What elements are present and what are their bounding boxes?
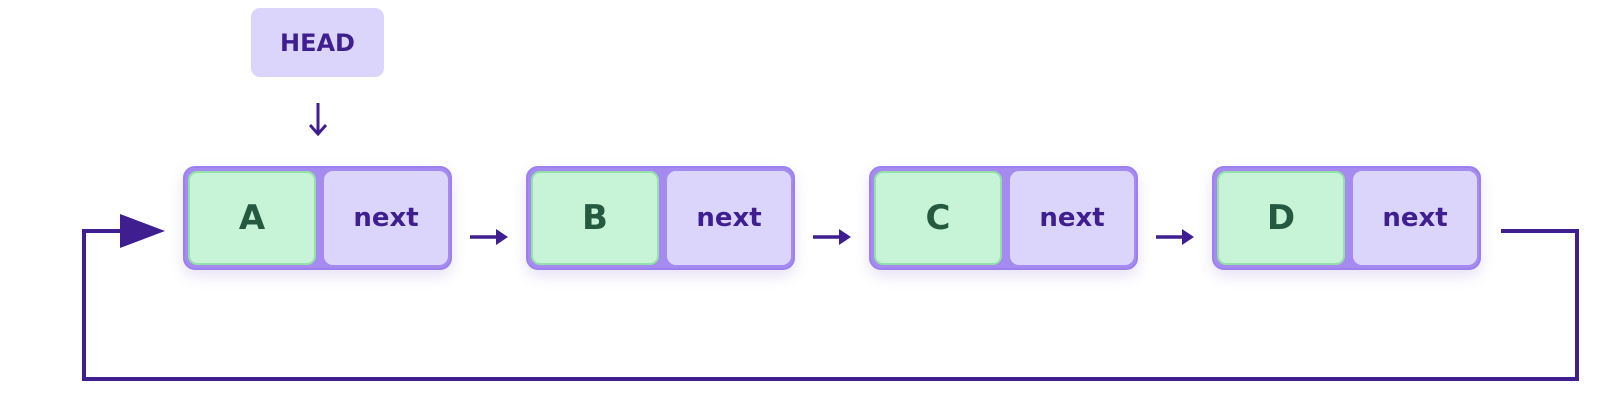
node-value: B xyxy=(582,198,608,238)
loop-arrowhead xyxy=(120,214,165,248)
node-next-label: next xyxy=(696,203,762,233)
node-value: D xyxy=(1266,198,1296,238)
node-next-cell: next xyxy=(1353,171,1477,265)
head-label: HEAD xyxy=(280,28,355,57)
node-next-cell: next xyxy=(1010,171,1134,265)
node-next-cell: next xyxy=(667,171,791,265)
node-next-label: next xyxy=(1039,203,1105,233)
link-arrow-c-d xyxy=(1156,229,1194,245)
node-data-cell: C xyxy=(874,171,1002,265)
node-data-cell: A xyxy=(188,171,316,265)
head-pointer-arrow xyxy=(308,103,328,137)
link-arrow-a-b xyxy=(470,229,508,245)
node-a: A next xyxy=(183,166,452,270)
node-value: C xyxy=(925,198,951,238)
node-c: C next xyxy=(869,166,1138,270)
node-d: D next xyxy=(1212,166,1481,270)
link-arrow-b-c xyxy=(813,229,851,245)
node-next-label: next xyxy=(1382,203,1448,233)
node-value: A xyxy=(238,198,266,238)
head-label-box: HEAD xyxy=(251,8,384,77)
node-data-cell: D xyxy=(1217,171,1345,265)
node-next-cell: next xyxy=(324,171,448,265)
node-next-label: next xyxy=(353,203,419,233)
node-data-cell: B xyxy=(531,171,659,265)
node-b: B next xyxy=(526,166,795,270)
